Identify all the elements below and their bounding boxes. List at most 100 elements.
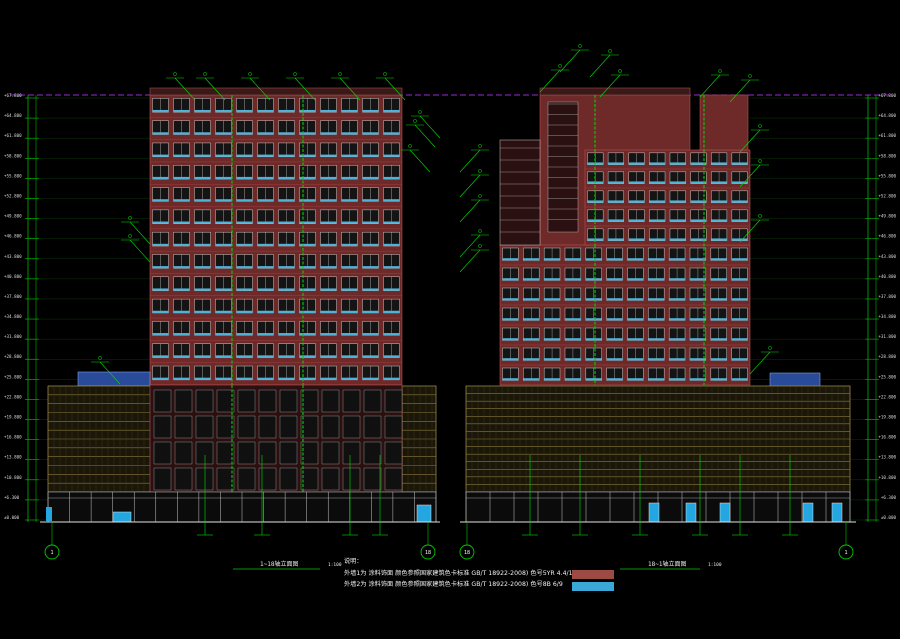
window-sill-glass bbox=[648, 338, 665, 341]
level-mark: +37.800 bbox=[878, 294, 896, 299]
window-sill-glass bbox=[587, 219, 604, 222]
window-sill-glass bbox=[341, 109, 358, 113]
window-sill-glass bbox=[257, 154, 274, 157]
leader-bubble bbox=[618, 69, 622, 73]
level-mark: +43.800 bbox=[4, 254, 22, 259]
right-elevation-scale: 1:100 bbox=[708, 562, 722, 568]
entrance-door bbox=[831, 502, 843, 523]
window-sill-glass bbox=[341, 154, 358, 157]
base-window bbox=[384, 415, 403, 439]
window-sill-glass bbox=[565, 318, 581, 321]
window-sill-glass bbox=[173, 377, 190, 380]
window-sill-glass bbox=[690, 298, 706, 301]
window-sill-glass bbox=[383, 243, 400, 247]
window-sill-glass bbox=[710, 298, 727, 301]
level-mark: +19.800 bbox=[878, 415, 896, 420]
window-sill-glass bbox=[628, 219, 645, 222]
window-sill-glass bbox=[299, 377, 316, 380]
window-sill-glass bbox=[173, 310, 190, 313]
window-sill-glass bbox=[731, 162, 748, 165]
window-sill-glass bbox=[362, 310, 379, 313]
window-sill-glass bbox=[257, 333, 274, 336]
window-sill-glass bbox=[711, 200, 727, 203]
level-mark: +37.800 bbox=[4, 294, 22, 299]
window-sill-glass bbox=[278, 109, 295, 113]
window-sill-glass bbox=[731, 378, 748, 381]
level-mark: +22.800 bbox=[4, 394, 22, 399]
leader-line bbox=[409, 149, 431, 173]
base-window bbox=[237, 415, 256, 439]
level-mark: +43.800 bbox=[878, 254, 896, 259]
leader-bubble bbox=[768, 346, 772, 350]
window-sill-glass bbox=[194, 221, 211, 224]
window-sill-glass bbox=[152, 176, 169, 180]
entrance-door bbox=[648, 502, 660, 523]
leader-bubble bbox=[478, 144, 482, 148]
right-elevation bbox=[460, 87, 856, 523]
level-mark: +10.800 bbox=[878, 475, 896, 480]
window-sill-glass bbox=[257, 310, 274, 313]
window-sill-glass bbox=[152, 132, 169, 135]
window-sill-glass bbox=[711, 219, 727, 222]
window-sill-glass bbox=[383, 333, 400, 336]
axis-bubble bbox=[44, 544, 60, 560]
window-sill-glass bbox=[152, 199, 169, 202]
window-sill-glass bbox=[690, 200, 707, 203]
window-sill-glass bbox=[544, 318, 560, 321]
window-sill-glass bbox=[731, 200, 748, 203]
window-sill-glass bbox=[710, 278, 727, 281]
base-window bbox=[300, 441, 319, 465]
window-sill-glass bbox=[278, 132, 295, 135]
window-sill-glass bbox=[649, 238, 666, 241]
axis-bubble bbox=[459, 544, 475, 560]
leader-line bbox=[459, 234, 481, 258]
leader-line bbox=[699, 74, 721, 98]
window-sill-glass bbox=[690, 258, 706, 261]
window-sill-glass bbox=[320, 132, 337, 135]
window-sill-glass bbox=[544, 378, 560, 381]
window-sill-glass bbox=[257, 243, 274, 247]
window-sill-glass bbox=[278, 333, 295, 336]
leader-bubble bbox=[558, 64, 562, 68]
window-sill-glass bbox=[236, 310, 253, 313]
window-sill-glass bbox=[731, 219, 748, 222]
level-mark: +40.800 bbox=[4, 274, 22, 279]
level-mark: +58.800 bbox=[878, 153, 896, 158]
window-sill-glass bbox=[585, 338, 602, 341]
window-sill-glass bbox=[585, 278, 602, 281]
window-sill-glass bbox=[523, 378, 540, 381]
base-window bbox=[174, 441, 193, 465]
window-sill-glass bbox=[502, 318, 519, 321]
window-sill-glass bbox=[731, 181, 748, 184]
window-sill-glass bbox=[362, 154, 379, 157]
window-sill-glass bbox=[299, 176, 316, 180]
level-mark: +28.800 bbox=[878, 354, 896, 359]
window-sill-glass bbox=[215, 243, 232, 247]
tower-wall bbox=[149, 94, 403, 386]
window-sill-glass bbox=[383, 154, 400, 157]
window-sill-glass bbox=[215, 154, 232, 157]
window-sill-glass bbox=[649, 162, 666, 165]
base-window bbox=[363, 441, 382, 465]
window-sill-glass bbox=[523, 318, 540, 321]
base-window bbox=[153, 389, 172, 413]
window-sill-glass bbox=[173, 266, 190, 269]
left-elevation bbox=[40, 87, 440, 523]
window-sill-glass bbox=[669, 238, 686, 241]
base-window bbox=[342, 389, 361, 413]
base-window bbox=[195, 441, 214, 465]
window-sill-glass bbox=[565, 298, 581, 301]
base-window bbox=[300, 415, 319, 439]
window-sill-glass bbox=[711, 162, 727, 165]
window-sill-glass bbox=[173, 333, 190, 336]
window-sill-glass bbox=[173, 199, 190, 202]
window-sill-glass bbox=[278, 221, 295, 224]
leader-bubble bbox=[203, 72, 207, 76]
window-sill-glass bbox=[523, 298, 540, 301]
window-sill-glass bbox=[299, 355, 316, 358]
base-window bbox=[216, 415, 235, 439]
window-sill-glass bbox=[648, 298, 665, 301]
window-sill-glass bbox=[383, 288, 400, 291]
window-sill-glass bbox=[669, 200, 686, 203]
